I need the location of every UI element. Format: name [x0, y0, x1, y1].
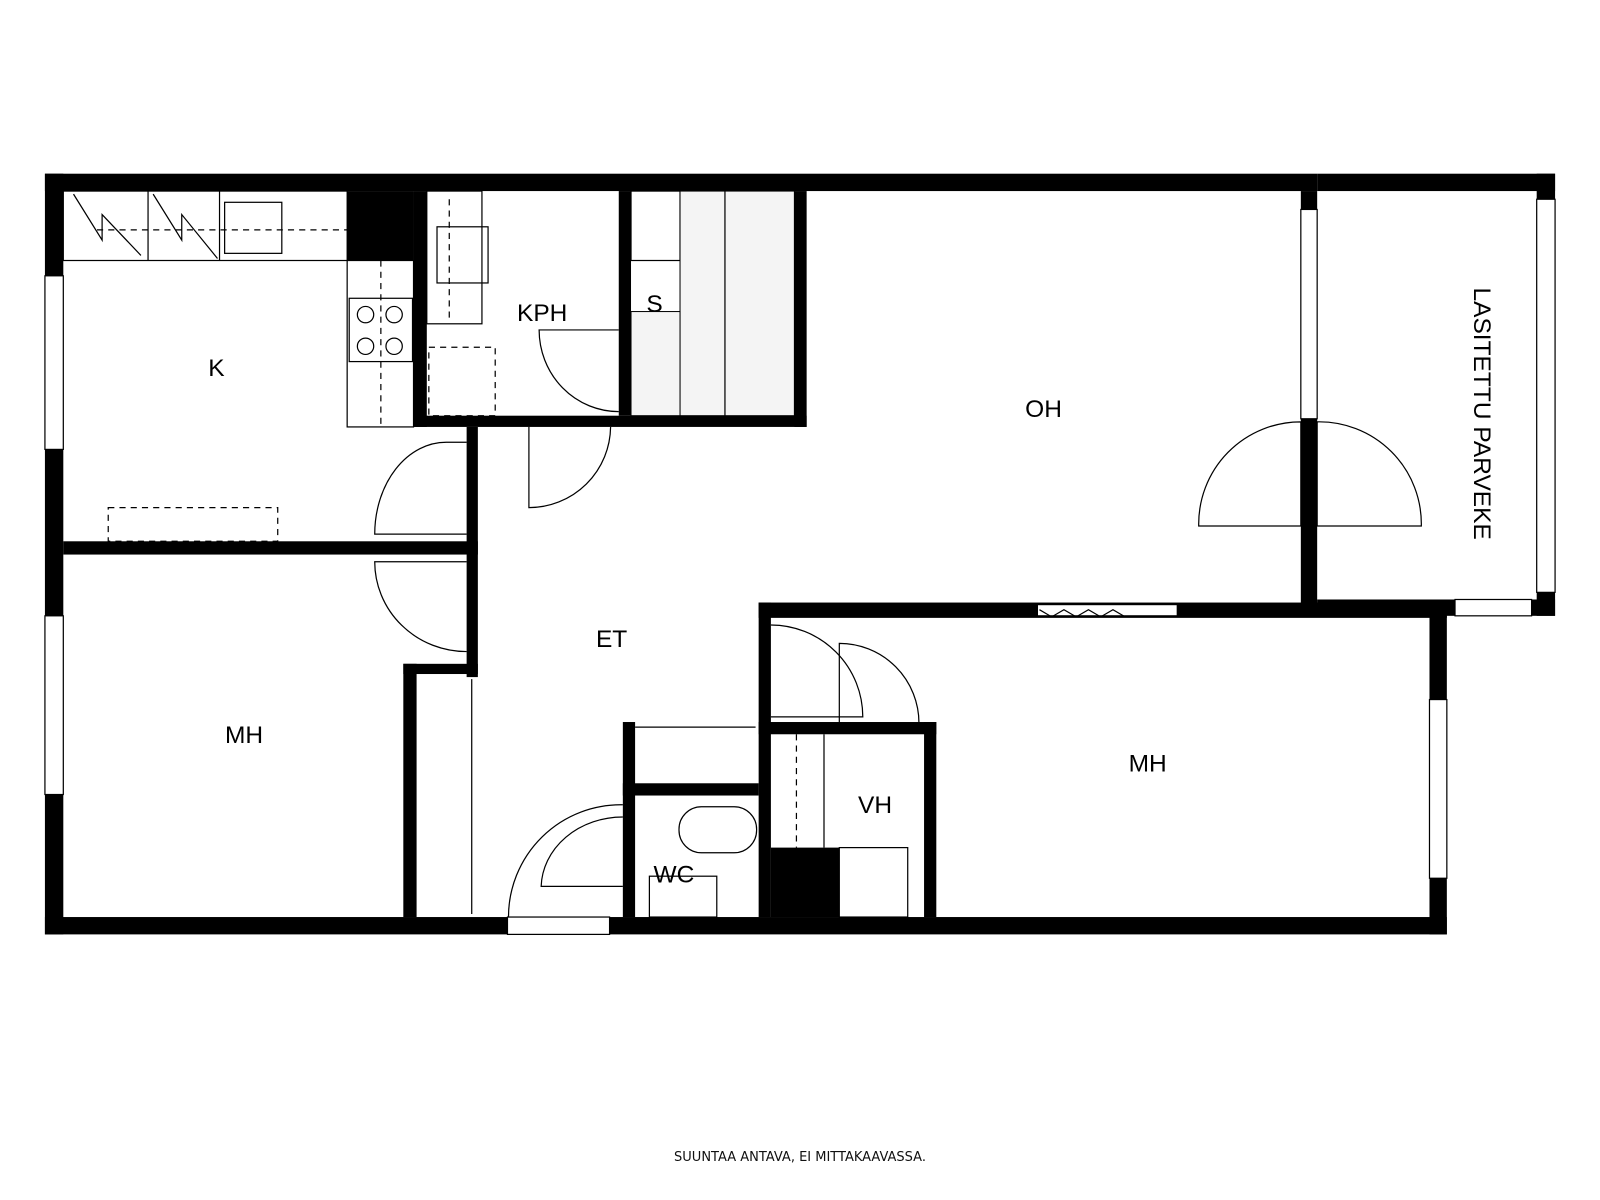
walls [44, 173, 1556, 935]
sauna-bench [679, 190, 795, 417]
room-label-hallway: ET [596, 626, 627, 653]
room-label-living-room: OH [1025, 396, 1062, 423]
room-label-wardrobe: VH [858, 792, 892, 819]
room-label-toilet: WC [653, 862, 694, 889]
footer-note: SUUNTAA ANTAVA, EI MITTAKAAVASSA. [674, 1150, 926, 1165]
fixtures [62, 190, 909, 918]
room-label-bedroom-left: MH [225, 722, 263, 749]
windows [44, 198, 1556, 936]
doors [374, 329, 1422, 918]
room-label-kitchen: K [208, 355, 225, 382]
room-label-sauna: S [646, 291, 662, 318]
room-label-balcony: LASITETTU PARVEKE [1468, 287, 1495, 539]
room-label-bedroom-right: MH [1129, 750, 1167, 777]
room-label-bathroom: KPH [517, 300, 567, 327]
